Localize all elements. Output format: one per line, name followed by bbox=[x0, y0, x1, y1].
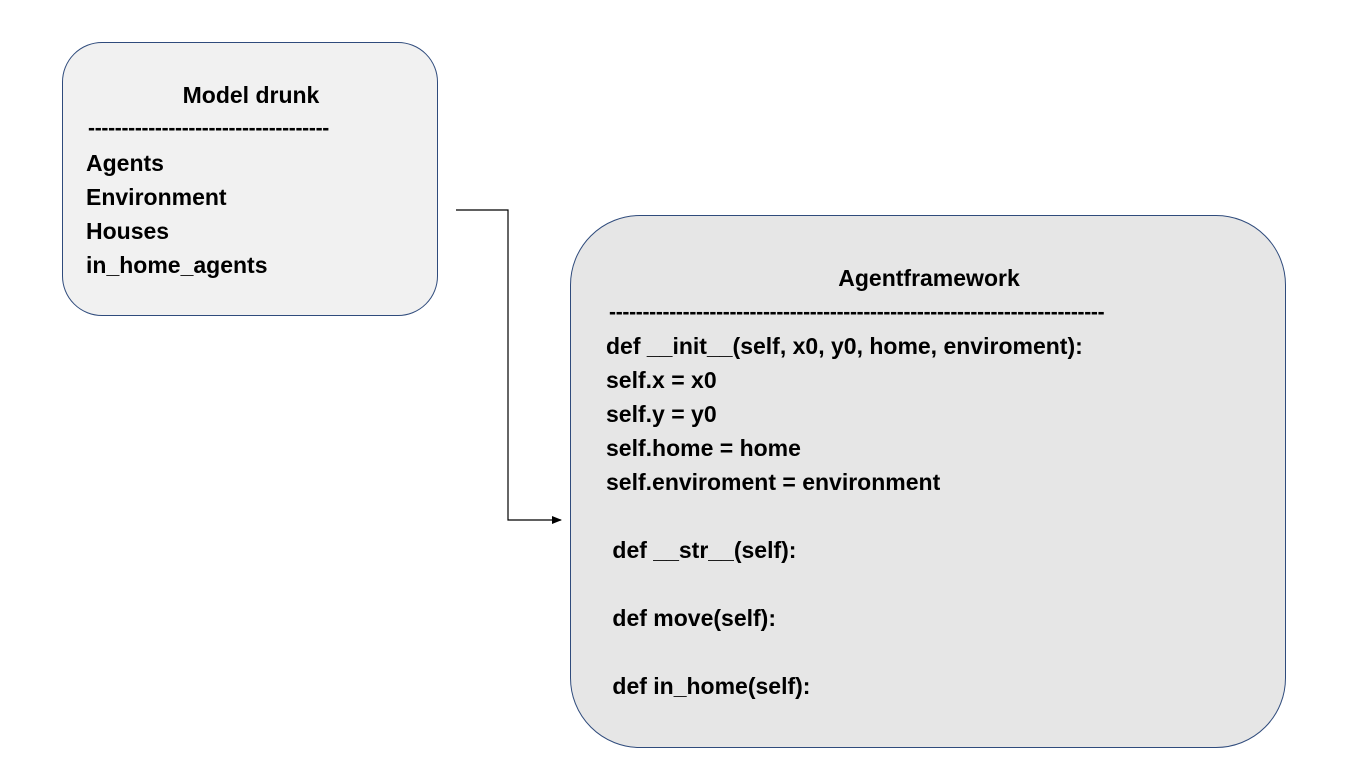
code-line: self.home = home bbox=[606, 435, 801, 461]
model-drunk-attribute-list: Agents Environment Houses in_home_agents bbox=[86, 146, 268, 282]
connector-line bbox=[456, 209, 562, 524]
code-line-blank bbox=[606, 567, 1083, 601]
agentframework-separator: ----------------------------------------… bbox=[609, 301, 1105, 324]
model-drunk-attribute: Agents bbox=[86, 150, 164, 176]
code-line: self.x = x0 bbox=[606, 367, 717, 393]
agentframework-code: def __init__(self, x0, y0, home, envirom… bbox=[606, 329, 1083, 703]
model-drunk-attribute: in_home_agents bbox=[86, 252, 268, 278]
code-line: self.enviroment = environment bbox=[606, 469, 941, 495]
code-line-blank bbox=[606, 635, 1083, 669]
agentframework-box: Agentframework -------------------------… bbox=[570, 215, 1286, 748]
code-line-blank bbox=[606, 499, 1083, 533]
code-line: def in_home(self): bbox=[606, 673, 811, 699]
code-line: def __str__(self): bbox=[606, 537, 797, 563]
code-line: def move(self): bbox=[606, 605, 776, 631]
agentframework-title: Agentframework bbox=[838, 265, 1020, 291]
model-drunk-box: Model drunk ----------------------------… bbox=[62, 42, 438, 316]
model-drunk-title: Model drunk bbox=[182, 82, 320, 108]
code-line: def __init__(self, x0, y0, home, envirom… bbox=[606, 333, 1083, 359]
model-drunk-separator: ------------------------------------ bbox=[88, 117, 329, 140]
model-drunk-attribute: Environment bbox=[86, 184, 227, 210]
code-line: self.y = y0 bbox=[606, 401, 717, 427]
model-drunk-attribute: Houses bbox=[86, 218, 170, 244]
